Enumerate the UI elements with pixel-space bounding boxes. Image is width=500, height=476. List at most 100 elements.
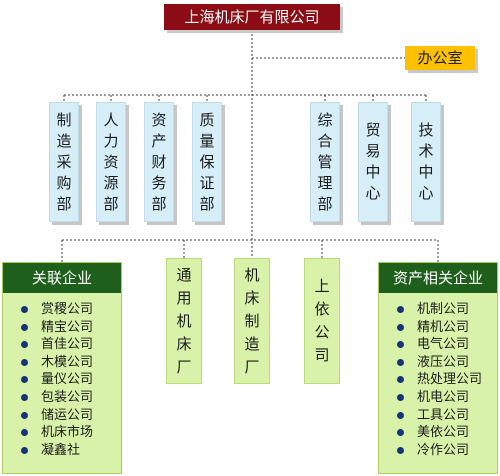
bullet-icon <box>397 411 404 419</box>
bullet-icon <box>397 393 404 401</box>
list-item: 储运公司 <box>3 407 121 425</box>
affiliated-companies-panel: 关联企业 赏稷公司 精宝公司 首佳公司 木模公司 量仪公司 包装公司 储运公司 … <box>2 262 122 474</box>
bullet-icon <box>397 376 404 384</box>
vertical-char: 机 <box>244 265 260 284</box>
vertical-char: 术 <box>418 142 434 160</box>
office-box: 办公室 <box>405 46 475 70</box>
bullet-icon <box>397 429 404 437</box>
asset-related-companies-panel: 资产相关企业 机制公司 精机公司 电气公司 液压公司 热处理公司 机电公司 工具… <box>378 262 498 474</box>
factory-box-machine-tool-manufacturing: 机床制造厂 <box>234 258 270 384</box>
bullet-icon <box>397 323 404 331</box>
vertical-char: 购 <box>56 173 72 192</box>
bullet-icon <box>21 446 28 454</box>
list-item: 机电公司 <box>379 389 497 407</box>
vertical-char: 部 <box>317 194 333 213</box>
vertical-char: 造 <box>244 334 260 353</box>
list-item: 包装公司 <box>3 389 121 407</box>
list-item: 木模公司 <box>3 354 121 372</box>
list-item: 电气公司 <box>379 336 497 354</box>
asset-related-companies-list: 机制公司 精机公司 电气公司 液压公司 热处理公司 机电公司 工具公司 美依公司… <box>379 301 497 459</box>
vertical-char: 部 <box>151 194 167 213</box>
factory-box-shangyi: 上依公司 <box>304 258 340 384</box>
vertical-char: 心 <box>365 184 381 202</box>
bullet-icon <box>21 393 28 401</box>
list-item: 热处理公司 <box>379 371 497 389</box>
vertical-char: 人 <box>103 110 119 129</box>
list-item: 精机公司 <box>379 319 497 337</box>
vertical-char: 依 <box>314 300 330 318</box>
dept-box-technology-center: 技术中心 <box>411 102 441 222</box>
vertical-char: 床 <box>176 334 192 353</box>
vertical-char: 易 <box>365 142 381 160</box>
vertical-char: 采 <box>56 152 72 171</box>
list-item: 液压公司 <box>379 354 497 372</box>
vertical-char: 力 <box>103 131 119 150</box>
vertical-char: 造 <box>56 131 72 150</box>
vertical-char: 机 <box>176 311 192 330</box>
vertical-char: 综 <box>317 110 333 129</box>
vertical-char: 证 <box>199 173 215 192</box>
vertical-char: 理 <box>317 173 333 192</box>
vertical-char: 床 <box>244 288 260 307</box>
list-item: 美依公司 <box>379 424 497 442</box>
vertical-char: 部 <box>103 194 119 213</box>
list-item: 机制公司 <box>379 301 497 319</box>
vertical-char: 合 <box>317 131 333 150</box>
vertical-char: 产 <box>151 131 167 150</box>
bullet-icon <box>21 411 28 419</box>
vertical-char: 资 <box>103 152 119 171</box>
vertical-char: 质 <box>199 110 215 129</box>
dept-box-human-resources: 人力资源部 <box>96 102 126 222</box>
vertical-char: 资 <box>151 110 167 129</box>
factory-box-general-machine-tool: 通用机床厂 <box>166 258 202 384</box>
list-item: 精宝公司 <box>3 319 121 337</box>
affiliated-companies-list: 赏稷公司 精宝公司 首佳公司 木模公司 量仪公司 包装公司 储运公司 机床市场 … <box>3 301 121 459</box>
dept-box-asset-finance: 资产财务部 <box>144 102 174 222</box>
bullet-icon <box>397 341 404 349</box>
vertical-char: 保 <box>199 152 215 171</box>
vertical-char: 中 <box>418 163 434 181</box>
dept-box-quality-assurance: 质量保证部 <box>192 102 222 222</box>
affiliated-companies-header: 关联企业 <box>3 263 121 293</box>
dept-box-manufacturing-procurement: 制造采购部 <box>49 102 79 222</box>
vertical-char: 上 <box>314 277 330 295</box>
list-item: 机床市场 <box>3 424 121 442</box>
vertical-char: 量 <box>199 131 215 150</box>
vertical-char: 厂 <box>176 357 192 376</box>
list-item: 冷作公司 <box>379 442 497 460</box>
dept-box-trade-center: 贸易中心 <box>358 102 388 222</box>
list-item: 凝鑫社 <box>3 442 121 460</box>
vertical-char: 制 <box>244 311 260 330</box>
vertical-char: 管 <box>317 152 333 171</box>
vertical-char: 用 <box>176 288 192 307</box>
company-title-box: 上海机床厂有限公司 <box>164 4 340 30</box>
list-item: 量仪公司 <box>3 371 121 389</box>
bullet-icon <box>21 376 28 384</box>
list-item: 赏稷公司 <box>3 301 121 319</box>
dept-box-general-management: 综合管理部 <box>310 102 340 222</box>
bullet-icon <box>21 306 28 313</box>
vertical-char: 贸 <box>365 121 381 139</box>
vertical-char: 中 <box>365 163 381 181</box>
vertical-char: 部 <box>199 194 215 213</box>
bullet-icon <box>21 429 28 437</box>
bullet-icon <box>21 341 28 349</box>
list-item: 工具公司 <box>379 407 497 425</box>
vertical-char: 心 <box>418 184 434 202</box>
asset-related-companies-header: 资产相关企业 <box>379 263 497 293</box>
list-item: 首佳公司 <box>3 336 121 354</box>
vertical-char: 公 <box>314 323 330 341</box>
vertical-char: 务 <box>151 173 167 192</box>
vertical-char: 司 <box>314 346 330 364</box>
vertical-char: 厂 <box>244 357 260 376</box>
vertical-char: 部 <box>56 194 72 213</box>
bullet-icon <box>397 358 404 366</box>
bullet-icon <box>397 446 404 454</box>
vertical-char: 通 <box>176 265 192 284</box>
vertical-char: 源 <box>103 173 119 192</box>
vertical-char: 技 <box>418 121 434 139</box>
bullet-icon <box>21 358 28 366</box>
bullet-icon <box>397 306 404 313</box>
vertical-char: 制 <box>56 110 72 129</box>
